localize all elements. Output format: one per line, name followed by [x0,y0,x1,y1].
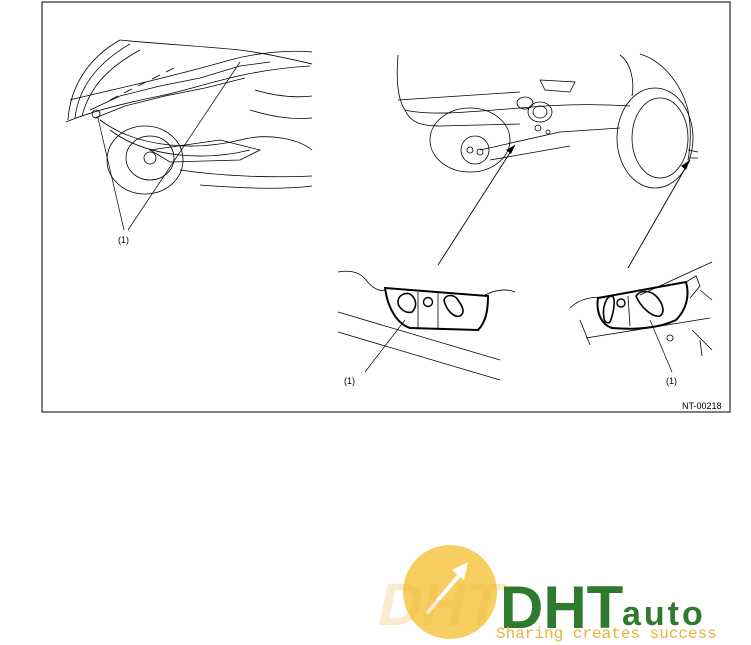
logo-dht-shadow: DHT [372,571,510,638]
logo-auto-text: auto [622,595,706,633]
callout-rear-jack-point-left: (1) [344,376,355,386]
figure-frame [41,1,731,413]
logo-slogan-text: Sharing creates success [496,625,717,643]
logo-circle-icon [403,545,497,639]
callout-rear-jack-point-right: (1) [666,376,677,386]
logo-dht-text: DHT [500,574,623,641]
callout-front-jack-point: (1) [118,235,129,245]
figure-code: NT-00218 [682,401,722,411]
dht-auto-watermark-logo: DHT DHT auto Sharing creates success [372,545,717,643]
rear-underbody-illustration [396,53,699,269]
rear-jack-point-detail-right [569,261,713,373]
rear-jack-point-detail-left [337,270,516,381]
front-underbody-illustration [65,39,313,231]
